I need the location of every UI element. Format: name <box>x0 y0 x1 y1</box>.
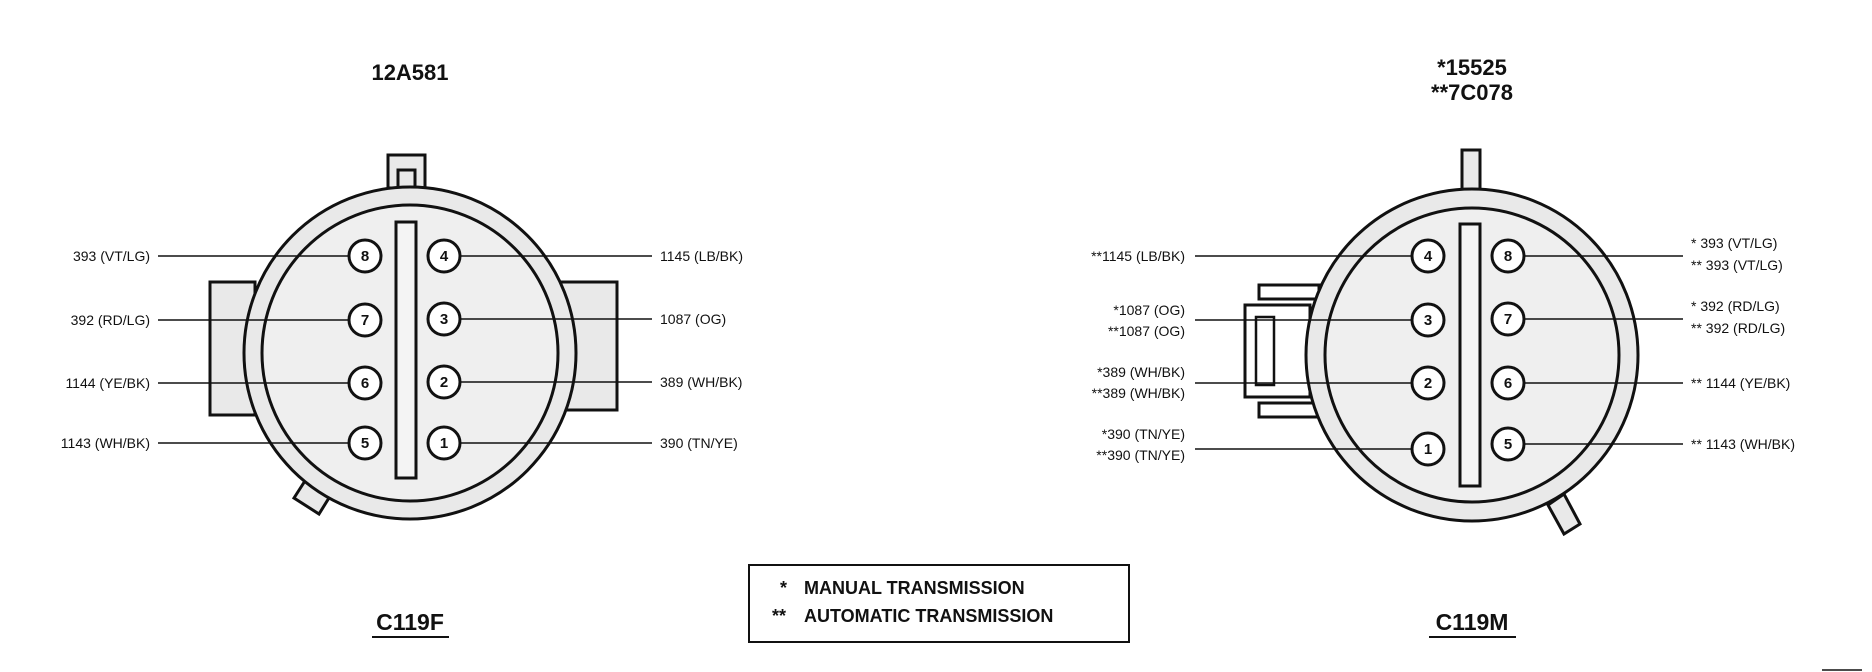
pin-7: 7 <box>347 302 383 338</box>
pin-4: 4 <box>1410 238 1446 274</box>
pin-8: 8 <box>347 238 383 274</box>
wire-label: * 392 (RD/LG) <box>1691 298 1780 314</box>
wire-label: 1087 (OG) <box>660 311 726 327</box>
wire-label: * 393 (VT/LG) <box>1691 235 1777 251</box>
pin-number: 3 <box>440 311 448 328</box>
wire-label: 392 (RD/LG) <box>71 312 150 328</box>
wire-label: **1087 (OG) <box>1108 323 1185 339</box>
pin-6: 6 <box>347 365 383 401</box>
pin-1: 1 <box>1410 431 1446 467</box>
pin-3: 3 <box>426 301 462 337</box>
pin-number: 4 <box>1424 248 1433 265</box>
pin-2: 2 <box>426 364 462 400</box>
wire-label: *390 (TN/YE) <box>1102 426 1185 442</box>
wire-label: 1145 (LB/BK) <box>660 248 743 264</box>
wire-label: ** 392 (RD/LG) <box>1691 320 1785 336</box>
pin-4: 4 <box>426 238 462 274</box>
legend-manual-text: MANUAL TRANSMISSION <box>804 578 1025 598</box>
pin-number: 5 <box>1504 436 1512 453</box>
wire-label: 1143 (WH/BK) <box>61 435 150 451</box>
pin-number: 7 <box>1504 311 1512 328</box>
legend-frame <box>748 564 1130 643</box>
connector-c119m: *15525 **7C078 4 <box>1091 55 1795 638</box>
wire-label: 390 (TN/YE) <box>660 435 738 451</box>
pin-7: 7 <box>1490 301 1526 337</box>
pin-number: 1 <box>440 435 448 452</box>
wire-label: **390 (TN/YE) <box>1096 447 1185 463</box>
pin-1: 1 <box>426 425 462 461</box>
legend-auto-text: AUTOMATIC TRANSMISSION <box>804 606 1053 626</box>
top-key-slot <box>396 168 417 188</box>
wire-label: ** 393 (VT/LG) <box>1691 257 1783 273</box>
pin-number: 5 <box>361 435 369 452</box>
wire-label: **1145 (LB/BK) <box>1091 248 1185 264</box>
pin-number: 2 <box>1424 375 1432 392</box>
pin-number: 8 <box>1504 248 1512 265</box>
pin-number: 1 <box>1424 441 1432 458</box>
connector-c119f: 12A581 8 7 <box>61 60 743 638</box>
part-number-7c078: **7C078 <box>1431 80 1513 105</box>
pin-number: 6 <box>361 375 369 392</box>
connector-id-c119f: C119F <box>376 609 444 635</box>
wire-label: ** 1144 (YE/BK) <box>1691 375 1790 391</box>
center-divider <box>394 220 418 480</box>
pin-8: 8 <box>1490 238 1526 274</box>
pin-number: 2 <box>440 374 448 391</box>
wire-label: ** 1143 (WH/BK) <box>1691 436 1795 452</box>
pin-number: 6 <box>1504 375 1512 392</box>
pin-number: 8 <box>361 248 369 265</box>
wire-label: 1144 (YE/BK) <box>65 375 150 391</box>
top-key-tab <box>1460 148 1482 192</box>
wire-label: *1087 (OG) <box>1113 302 1185 318</box>
wire-label: *389 (WH/BK) <box>1097 364 1185 380</box>
pin-number: 3 <box>1424 312 1432 329</box>
legend-auto-marker: ** <box>772 606 786 626</box>
pin-number: 7 <box>361 312 369 329</box>
pin-5: 5 <box>1490 426 1526 462</box>
pin-5: 5 <box>347 425 383 461</box>
pin-2: 2 <box>1410 365 1446 401</box>
pin-number: 4 <box>440 248 449 265</box>
legend-box: * MANUAL TRANSMISSION ** AUTOMATIC TRANS… <box>748 564 1130 643</box>
wire-label: 389 (WH/BK) <box>660 374 742 390</box>
part-number-12a581: 12A581 <box>371 60 448 85</box>
part-number-15525: *15525 <box>1437 55 1507 80</box>
legend-manual-marker: * <box>780 578 787 598</box>
connector-id-c119m: C119M <box>1436 609 1509 635</box>
pin-6: 6 <box>1490 365 1526 401</box>
pin-3: 3 <box>1410 302 1446 338</box>
wire-label: **389 (WH/BK) <box>1092 385 1185 401</box>
center-divider <box>1458 222 1482 488</box>
wire-label: 393 (VT/LG) <box>73 248 150 264</box>
